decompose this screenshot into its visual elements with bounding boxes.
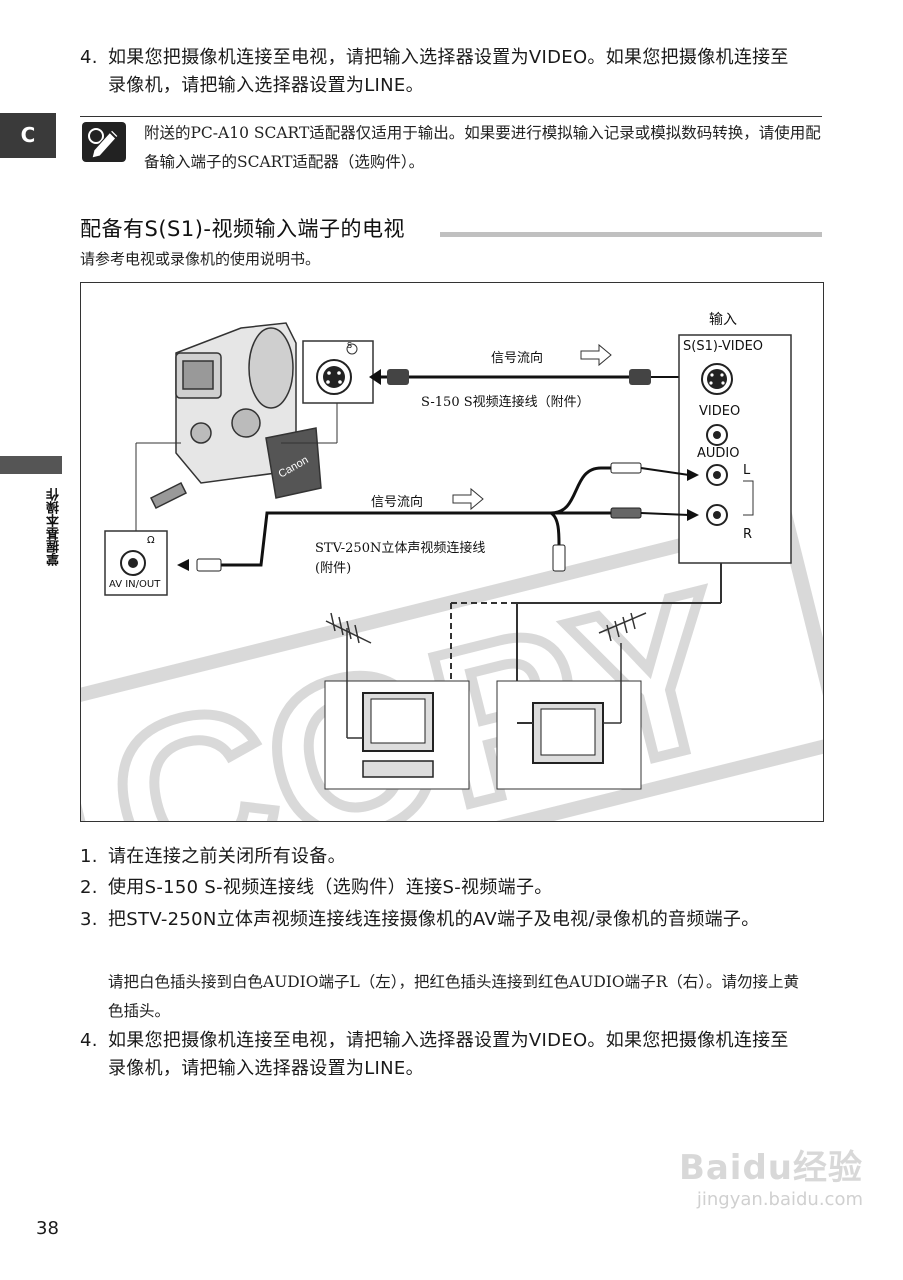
top-step: 4. 如果您把摄像机连接至电视，请把输入选择器设置为VIDEO。如果您把摄像机连… xyxy=(80,44,820,104)
input-label: 输入 xyxy=(709,312,737,328)
camcorder-illustration: Canon xyxy=(149,322,322,510)
tv-only-frame xyxy=(496,680,642,790)
step-number: 1. xyxy=(80,846,98,867)
signal-flow-label-2: 信号流向 xyxy=(371,495,424,510)
chapter-tab: C xyxy=(0,113,56,158)
s-cable-label: S-150 S视频连接线（附件） xyxy=(421,395,590,410)
tv-antenna-1 xyxy=(325,612,372,683)
step-4: 4. 如果您把摄像机连接至电视，请把输入选择器设置为VIDEO。如果您把摄像机连… xyxy=(80,1027,820,1087)
audio-r-label: R xyxy=(743,527,753,542)
section-title: 配备有S(S1)-视频输入端子的电视 xyxy=(80,217,405,241)
section-marker-bar xyxy=(0,456,62,474)
connection-diagram: COPY Canon xyxy=(80,282,824,822)
stereo-video-cable xyxy=(177,462,699,572)
section-subtitle: 请参考电视或录像机的使用说明书。 xyxy=(80,250,321,268)
note-divider xyxy=(80,116,822,117)
video-label: VIDEO xyxy=(699,404,741,419)
s-video-label: S(S1)-VIDEO xyxy=(683,339,764,354)
tv-antenna-2 xyxy=(598,612,647,703)
step-text: 如果您把摄像机连接至电视，请把输入选择器设置为VIDEO。如果您把摄像机连接至录… xyxy=(108,47,789,96)
s-port-symbol: S xyxy=(347,341,353,350)
stv-cable-label: STV-250N立体声视频连接线 xyxy=(315,541,486,556)
step-3-detail: 请把白色插头接到白色AUDIO端子L（左），把红色插头连接到红色AUDIO端子R… xyxy=(108,973,799,1020)
step-text: 如果您把摄像机连接至电视，请把输入选择器设置为VIDEO。如果您把摄像机连接至录… xyxy=(108,1030,789,1079)
s-video-cable xyxy=(369,369,699,385)
av-in-out-label: AV IN/OUT xyxy=(109,579,161,590)
signal-flow-label-1: 信号流向 xyxy=(491,351,544,366)
page-number: 38 xyxy=(36,1218,59,1239)
stv-cable-note: (附件) xyxy=(315,561,352,576)
section-side-label: 掌握基本操作 xyxy=(47,488,62,566)
step-number: 4. xyxy=(80,47,98,68)
pencil-note-icon xyxy=(82,122,126,162)
step-number: 2. xyxy=(80,877,98,898)
step-3: 3. 把STV-250N立体声视频连接线连接摄像机的AV端子及电视/录像机的音频… xyxy=(80,906,820,966)
diagram-drawing: COPY Canon xyxy=(81,322,823,821)
signal-arrow-1 xyxy=(580,343,612,367)
note-text: 附送的PC-A10 SCART适配器仅适用于输出。如果要进行模拟输入记录或模拟数… xyxy=(144,124,821,171)
step-number: 4. xyxy=(80,1030,98,1051)
tv-input-panel xyxy=(678,334,792,564)
step-text: 请在连接之前关闭所有设备。 xyxy=(108,846,346,867)
audio-l-label: L xyxy=(743,463,751,478)
vcr-unit xyxy=(362,760,434,778)
audio-label: AUDIO xyxy=(697,446,740,461)
step-1: 1. 请在连接之前关闭所有设备。 xyxy=(80,843,820,871)
step-number: 3. xyxy=(80,909,98,930)
baidu-watermark: Baidu经验 jingyan.baidu.com xyxy=(679,1140,863,1210)
signal-arrow-2 xyxy=(452,487,484,511)
section-title-rule xyxy=(440,232,822,237)
step-text: 把STV-250N立体声视频连接线连接摄像机的AV端子及电视/录像机的音频端子。 xyxy=(108,909,760,930)
baidu-brand: Baidu经验 xyxy=(678,1148,863,1188)
step-2: 2. 使用S-150 S-视频连接线（选购件）连接S-视频端子。 xyxy=(80,874,820,902)
baidu-url: jingyan.baidu.com xyxy=(696,1189,863,1210)
headphone-symbol: Ω xyxy=(147,535,155,546)
step-text: 使用S-150 S-视频连接线（选购件）连接S-视频端子。 xyxy=(108,877,553,898)
